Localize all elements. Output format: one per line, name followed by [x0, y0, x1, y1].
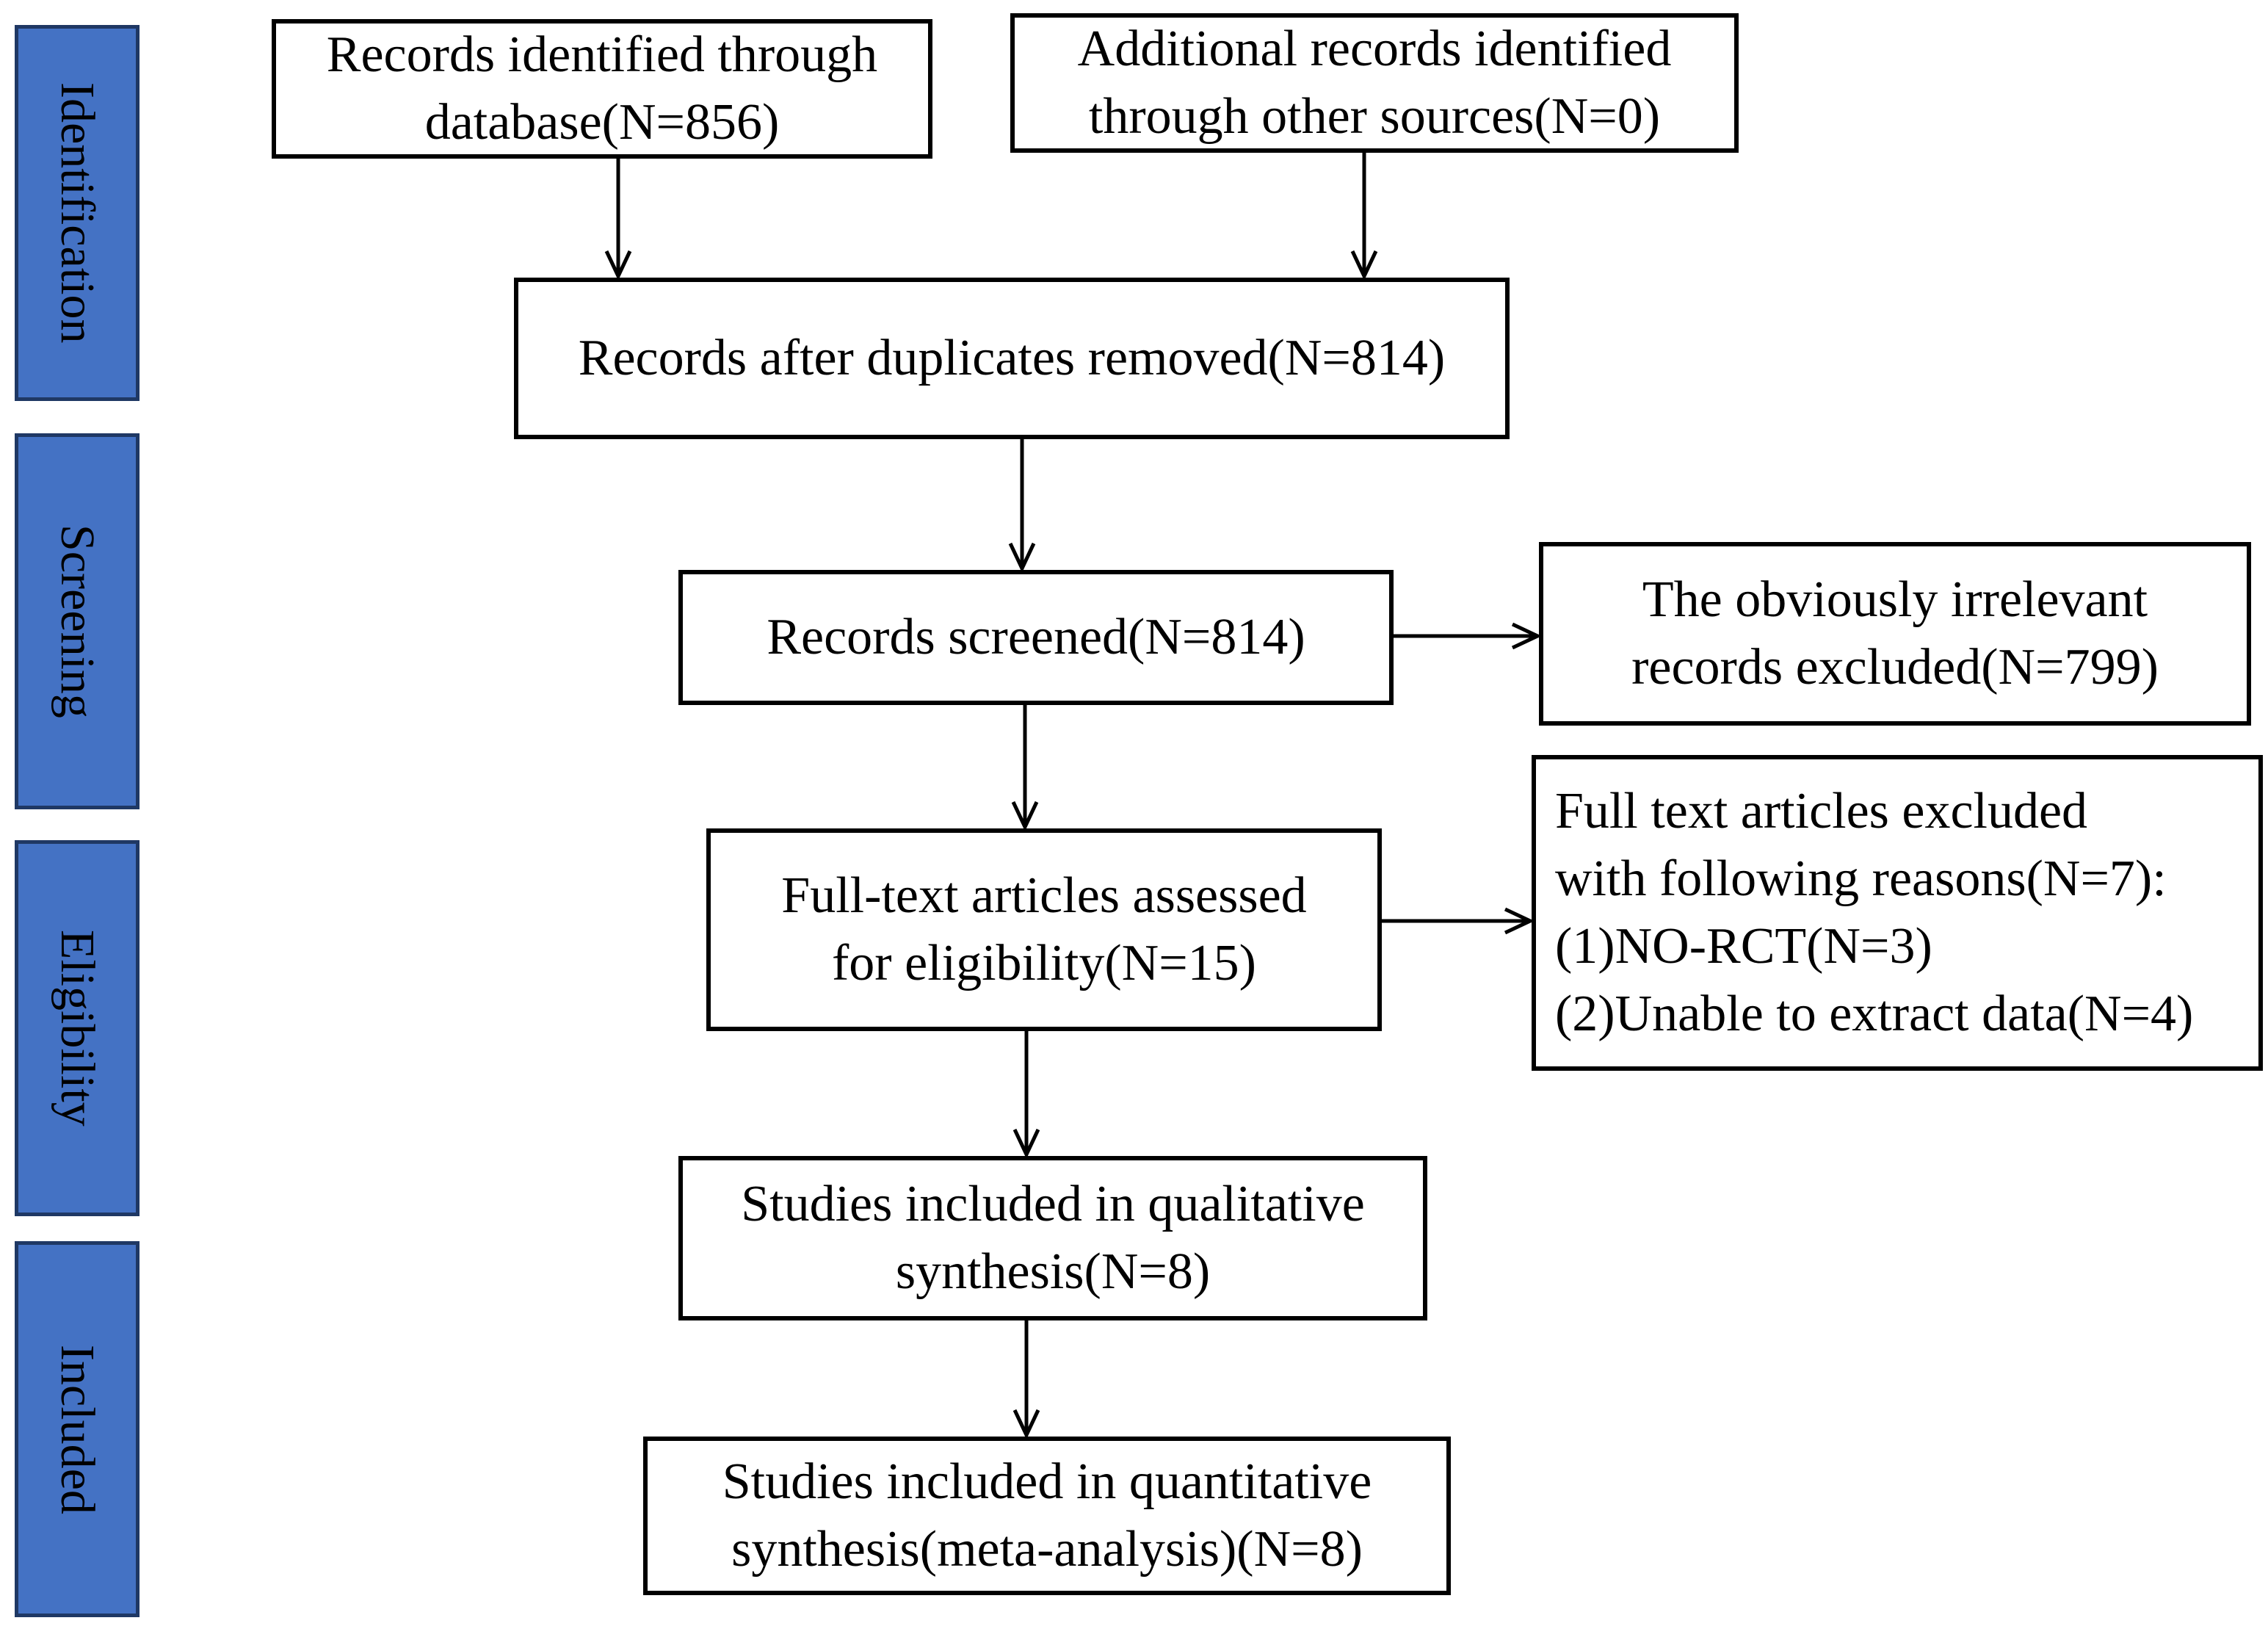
box-qualitative-line-1: Studies included in qualitative — [741, 1176, 1365, 1232]
box-quantitative-line-1: Studies included in quantitative — [722, 1453, 1372, 1510]
box-full-text-excluded-line-4: (2)Unable to extract data(N=4) — [1555, 986, 2194, 1042]
box-quantitative-line-2: synthesis(meta-analysis)(N=8) — [731, 1521, 1363, 1578]
box-irrelevant-excluded-line-1: The obviously irrelevant — [1642, 571, 2148, 628]
phase-eligibility-label: Eligibility — [51, 930, 104, 1127]
box-full-text-excluded-line-3: (1)NO-RCT(N=3) — [1555, 918, 1932, 975]
phase-eligibility: Eligibility — [15, 840, 140, 1216]
box-full-text-excluded-line-2: with following reasons(N=7): — [1555, 850, 2167, 907]
box-database-records-line-1: Records identified through — [326, 26, 878, 83]
box-after-duplicates: Records after duplicates removed(N=814) — [514, 278, 1510, 439]
box-after-duplicates-line-1: Records after duplicates removed(N=814) — [578, 330, 1446, 386]
box-screened: Records screened(N=814) — [678, 570, 1394, 705]
phase-included-label: Included — [51, 1344, 104, 1514]
box-database-records-line-2: database(N=856) — [424, 94, 780, 151]
box-irrelevant-excluded-line-2: records excluded(N=799) — [1631, 639, 2159, 695]
box-full-text-excluded-line-1: Full text articles excluded — [1555, 783, 2088, 839]
phase-identification: Identification — [15, 25, 140, 401]
box-screened-line-1: Records screened(N=814) — [767, 609, 1305, 665]
phase-screening: Screening — [15, 433, 140, 809]
box-full-text-assessed-line-1: Full-text articles assessed — [781, 867, 1307, 924]
box-full-text-assessed: Full-text articles assessed for eligibil… — [706, 828, 1382, 1031]
box-qualitative-line-2: synthesis(N=8) — [895, 1243, 1211, 1300]
box-full-text-assessed-line-2: for eligibility(N=15) — [832, 935, 1256, 991]
box-quantitative: Studies included in quantitative synthes… — [643, 1437, 1451, 1595]
box-database-records: Records identified through database(N=85… — [272, 19, 932, 159]
box-qualitative: Studies included in qualitative synthesi… — [678, 1156, 1427, 1320]
box-other-sources-line-2: through other sources(N=0) — [1088, 88, 1661, 145]
box-full-text-excluded: Full text articles excluded with followi… — [1532, 755, 2263, 1071]
box-other-sources: Additional records identified through ot… — [1010, 13, 1739, 153]
phase-included: Included — [15, 1241, 140, 1617]
phase-identification-label: Identification — [51, 82, 104, 344]
box-irrelevant-excluded: The obviously irrelevant records exclude… — [1539, 542, 2251, 726]
box-other-sources-line-1: Additional records identified — [1077, 21, 1672, 77]
phase-screening-label: Screening — [51, 524, 104, 718]
